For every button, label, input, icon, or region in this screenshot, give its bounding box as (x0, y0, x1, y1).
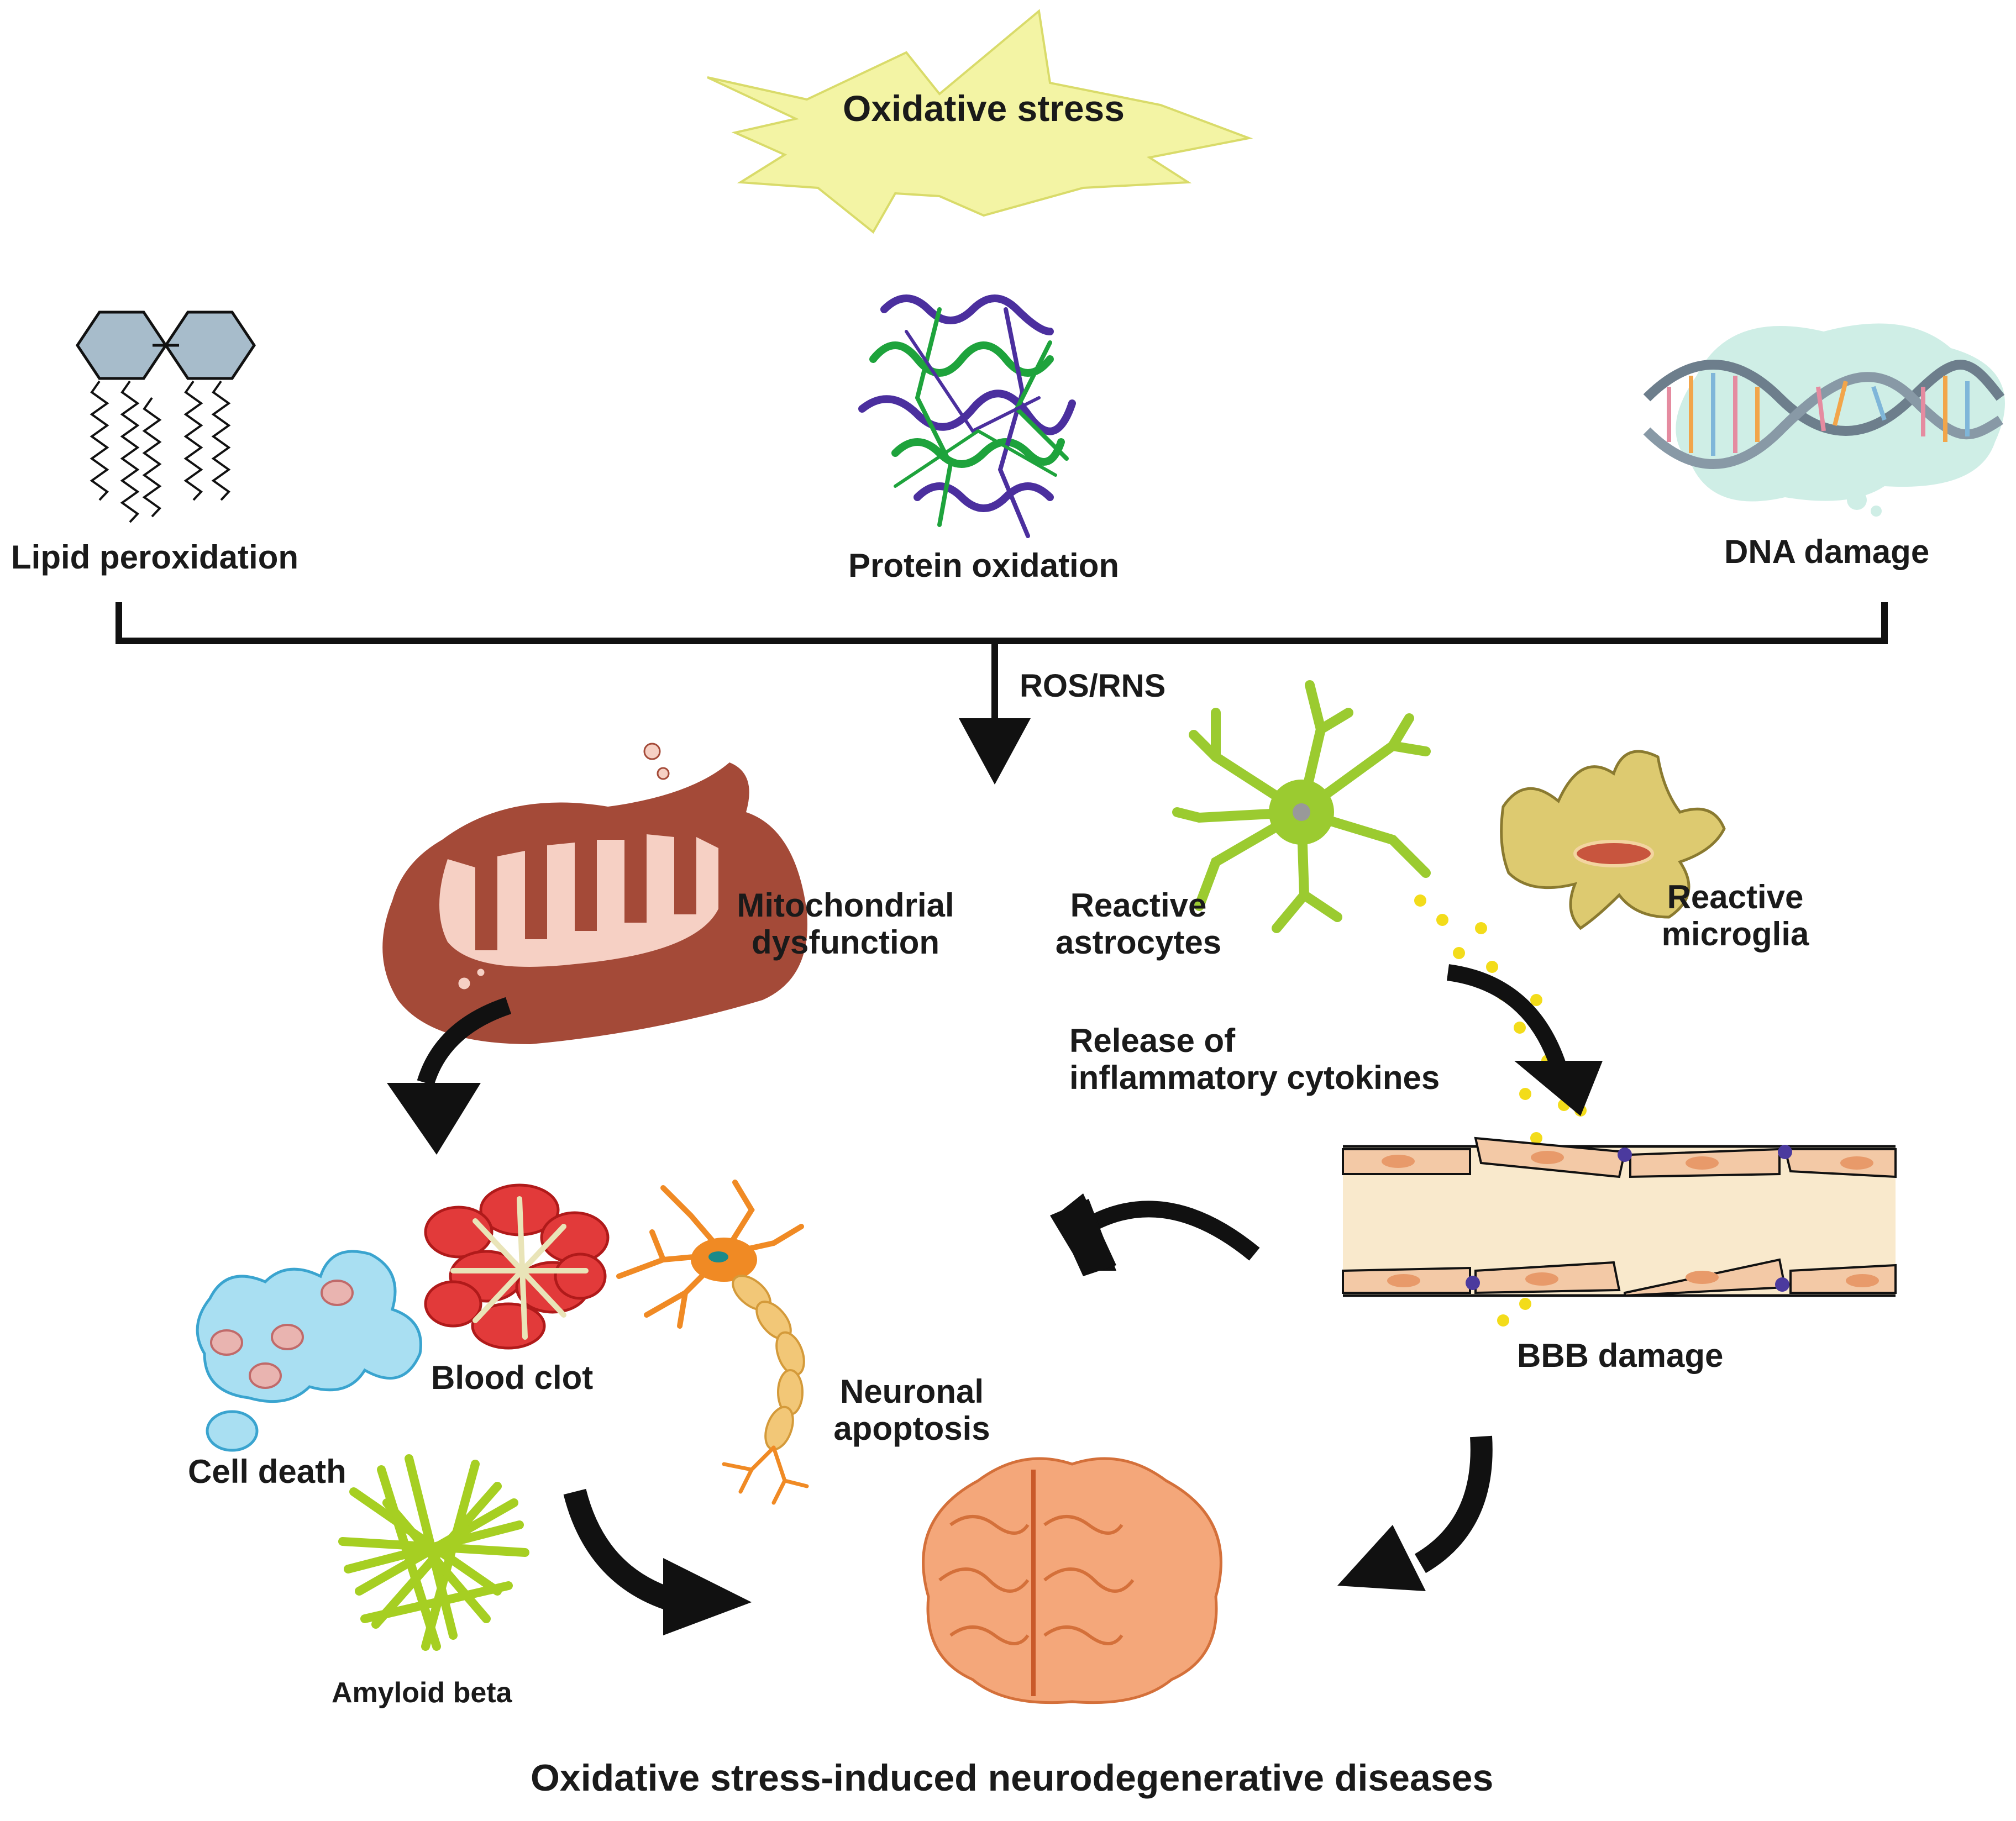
arrow-mito-down (387, 997, 512, 1155)
cytokines-line1: Release of (1069, 1022, 1236, 1059)
mito-line2: dysfunction (752, 924, 939, 961)
astro-line1: Reactive (1070, 887, 1207, 924)
dna-damage-label: DNA damage (1724, 533, 1930, 570)
blood-clot-label: Blood clot (431, 1359, 594, 1396)
ros-arrow-head (959, 718, 1031, 785)
bottom-title-label: Oxidative stress-induced neurodegenerati… (531, 1757, 1494, 1799)
lipid-icon (75, 310, 256, 523)
amyloid-beta-icon (338, 1454, 529, 1651)
amyloid-beta-label: Amyloid beta (332, 1677, 512, 1709)
arrow-left-to-brain (563, 1488, 752, 1635)
protein-icon (858, 294, 1076, 538)
bbb-damage-label: BBB damage (1517, 1337, 1724, 1374)
oxidative-stress-label: Oxidative stress (843, 88, 1125, 129)
dna-icon (1643, 323, 2005, 517)
neuron-line1: Neuronal (839, 1373, 984, 1410)
astro-line2: astrocytes (1055, 924, 1222, 961)
cell-death-icon (196, 1250, 422, 1452)
bracket-connector (116, 602, 1888, 644)
arrow-bbb-to-left (1050, 1193, 1260, 1276)
astrocyte-icon (1172, 680, 1431, 933)
blood-clot-icon (424, 1183, 610, 1350)
arrow-bbb-to-brain (1337, 1435, 1493, 1591)
mitochondrion-icon (382, 743, 807, 1044)
cell-death-label: Cell death (188, 1453, 347, 1490)
reactive-microglia-label: Reactive microglia (1636, 878, 1835, 952)
brain-icon (922, 1457, 1222, 1704)
neuron-icon (616, 1180, 809, 1505)
neuron-line2: apoptosis (833, 1410, 990, 1448)
lipid-peroxidation-label: Lipid peroxidation (11, 539, 298, 576)
reactive-astrocytes-label: Reactive astrocytes (1028, 887, 1249, 961)
neuronal-apoptosis-label: Neuronal apoptosis (818, 1373, 1006, 1447)
mitochondrial-dysfunction-label: Mitochondrial dysfunction (713, 887, 978, 961)
starburst-shape (707, 9, 1253, 234)
cytokines-line2: inflammatory cytokines (1069, 1059, 1440, 1097)
ros-rns-label: ROS/RNS (1020, 668, 1166, 704)
protein-oxidation-label: Protein oxidation (848, 547, 1120, 584)
arrow-glia-to-bbb (1446, 964, 1603, 1116)
microglia-line2: microglia (1661, 915, 1809, 953)
microglia-icon (1500, 750, 1726, 930)
bbb-vessel-icon (1342, 1136, 1897, 1297)
inflammatory-cytokines-label: Release of inflammatory cytokines (1069, 1022, 1440, 1096)
microglia-line1: Reactive (1667, 878, 1804, 915)
mito-line1: Mitochondrial (737, 887, 954, 924)
